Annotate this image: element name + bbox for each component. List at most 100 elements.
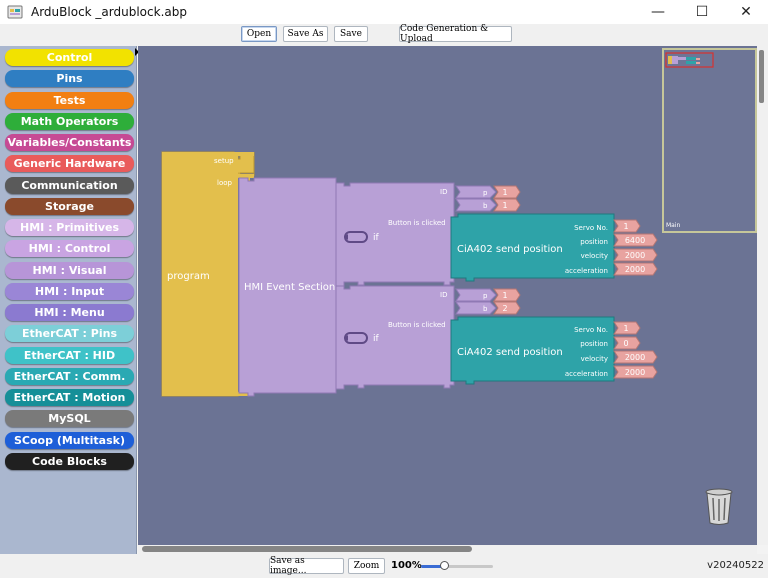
- velocity-value-1: 2000: [625, 251, 645, 260]
- servo-value-2: 1: [623, 324, 628, 333]
- cia402-label-2: CiA402 send position: [457, 347, 563, 358]
- servo-label-2: Servo No.: [574, 326, 608, 334]
- palette-category-tests[interactable]: Tests: [5, 91, 134, 109]
- acceleration-value-2: 2000: [625, 368, 645, 377]
- palette-category-hmi-menu[interactable]: HMI : Menu: [5, 304, 134, 321]
- cia402-send-position-block-1[interactable]: [450, 213, 615, 282]
- palette-category-pins[interactable]: Pins: [5, 70, 134, 88]
- loop-label: loop: [217, 179, 233, 187]
- palette-category-ethercat-pins[interactable]: EtherCAT : Pins: [5, 325, 134, 343]
- b-block-2[interactable]: [455, 301, 497, 315]
- trash-can-icon[interactable]: [704, 486, 734, 526]
- minimap-label: Main: [666, 222, 681, 229]
- velocity-label-1: velocity: [581, 252, 608, 260]
- zoom-slider-knob[interactable]: [439, 561, 449, 570]
- button-clicked-label-1: Button is clicked: [388, 219, 446, 227]
- setup-label: setup: [214, 157, 234, 165]
- vertical-scroll-thumb[interactable]: [759, 50, 764, 103]
- number-block[interactable]: [493, 301, 521, 315]
- toolbar: Open Save As Save Code Generation & Uplo…: [0, 24, 768, 46]
- workspace-canvas[interactable]: program setup loop HMI Event Section if …: [138, 46, 757, 545]
- zoom-slider[interactable]: [421, 565, 493, 568]
- open-button[interactable]: Open: [241, 26, 277, 42]
- cia402-send-position-block-2[interactable]: [450, 316, 615, 385]
- number-block[interactable]: [613, 365, 658, 379]
- save-as-button[interactable]: Save As: [283, 26, 328, 42]
- palette-category-variables-constants[interactable]: Variables/Constants: [5, 134, 134, 151]
- b-label-1: b: [483, 202, 488, 210]
- setup-connector: [238, 152, 254, 159]
- b-value-1: 1: [502, 201, 507, 210]
- if-block-2[interactable]: [335, 285, 455, 390]
- palette-category-control[interactable]: Control: [5, 49, 134, 66]
- p-label-1: p: [483, 189, 488, 197]
- zoom-button[interactable]: Zoom: [348, 558, 385, 574]
- splitter-arrow-icon[interactable]: [135, 46, 139, 58]
- window-title: ArduBlock _ardublock.abp: [31, 5, 187, 19]
- palette-category-ethercat-comm[interactable]: EtherCAT : Comm.: [5, 367, 134, 385]
- blocks-layer: program setup loop HMI Event Section if …: [161, 151, 658, 397]
- vertical-scrollbar[interactable]: [757, 46, 768, 545]
- maximize-button[interactable]: ☐: [695, 4, 709, 20]
- palette-category-ethercat-hid[interactable]: EtherCAT : HID: [5, 346, 134, 364]
- b-label-2: b: [483, 305, 488, 313]
- minimap-viewport[interactable]: [665, 52, 714, 68]
- palette-category-hmi-control[interactable]: HMI : Control: [5, 240, 134, 258]
- close-button[interactable]: ✕: [740, 4, 752, 20]
- save-as-image-button[interactable]: Save as image...: [269, 556, 344, 576]
- if-block-1[interactable]: [335, 182, 455, 287]
- number-block[interactable]: [493, 198, 521, 212]
- position-value-2: 0: [623, 339, 628, 348]
- palette-category-hmi-primitives[interactable]: HMI : Primitives: [5, 219, 134, 236]
- title-bar: ArduBlock _ardublock.abp — ☐ ✕: [0, 0, 768, 24]
- number-block[interactable]: [493, 288, 521, 302]
- palette-category-communication[interactable]: Communication: [5, 176, 134, 194]
- workspace-minimap[interactable]: Main: [662, 48, 757, 233]
- number-block[interactable]: [613, 233, 658, 247]
- p-value-1: 1: [502, 188, 507, 197]
- program-label: program: [167, 271, 210, 282]
- p-block-1[interactable]: [455, 185, 497, 199]
- palette-category-storage[interactable]: Storage: [5, 197, 134, 215]
- minimap-preview: Main: [665, 52, 714, 229]
- id-label-2: ID: [440, 291, 447, 299]
- palette-category-ethercat-motion[interactable]: EtherCAT : Motion: [5, 389, 134, 406]
- palette-category-mysql[interactable]: MySQL: [5, 410, 134, 428]
- hmi-event-section-block[interactable]: [238, 177, 337, 397]
- number-block[interactable]: [613, 262, 658, 276]
- number-block[interactable]: [613, 350, 658, 364]
- palette-category-math-operators[interactable]: Math Operators: [5, 112, 134, 130]
- minimize-button[interactable]: —: [651, 4, 665, 20]
- servo-label-1: Servo No.: [574, 224, 608, 232]
- number-block[interactable]: [613, 248, 658, 262]
- program-block-foot: [238, 392, 254, 396]
- number-block[interactable]: [613, 219, 641, 233]
- horizontal-scroll-thumb[interactable]: [142, 546, 472, 552]
- b-block-1[interactable]: [455, 198, 497, 212]
- acceleration-label-1: acceleration: [565, 267, 608, 275]
- number-block[interactable]: [613, 321, 641, 335]
- if-label-2: if: [373, 334, 380, 344]
- servo-value-1: 1: [623, 222, 628, 231]
- id-label-1: ID: [440, 188, 447, 196]
- number-block[interactable]: [493, 185, 521, 199]
- p-block-2[interactable]: [455, 288, 497, 302]
- code-generation-upload-button[interactable]: Code Generation & Upload: [399, 24, 512, 44]
- program-block-body[interactable]: [162, 152, 238, 396]
- horizontal-scrollbar[interactable]: [138, 545, 757, 554]
- palette-category-generic-hardware[interactable]: Generic Hardware: [5, 155, 134, 173]
- number-block[interactable]: [613, 336, 641, 350]
- save-button[interactable]: Save: [334, 26, 368, 42]
- version-label: v20240522: [707, 560, 764, 571]
- p-label-2: p: [483, 292, 488, 300]
- b-value-2: 2: [502, 304, 507, 313]
- palette-category-hmi-input[interactable]: HMI : Input: [5, 282, 134, 300]
- palette-category-code-blocks[interactable]: Code Blocks: [5, 452, 134, 470]
- velocity-label-2: velocity: [581, 355, 608, 363]
- velocity-value-2: 2000: [625, 353, 645, 362]
- if-label-1: if: [373, 233, 380, 243]
- palette-category-scoop-multitask[interactable]: SCoop (Multitask): [5, 431, 134, 449]
- palette-category-hmi-visual[interactable]: HMI : Visual: [5, 261, 134, 279]
